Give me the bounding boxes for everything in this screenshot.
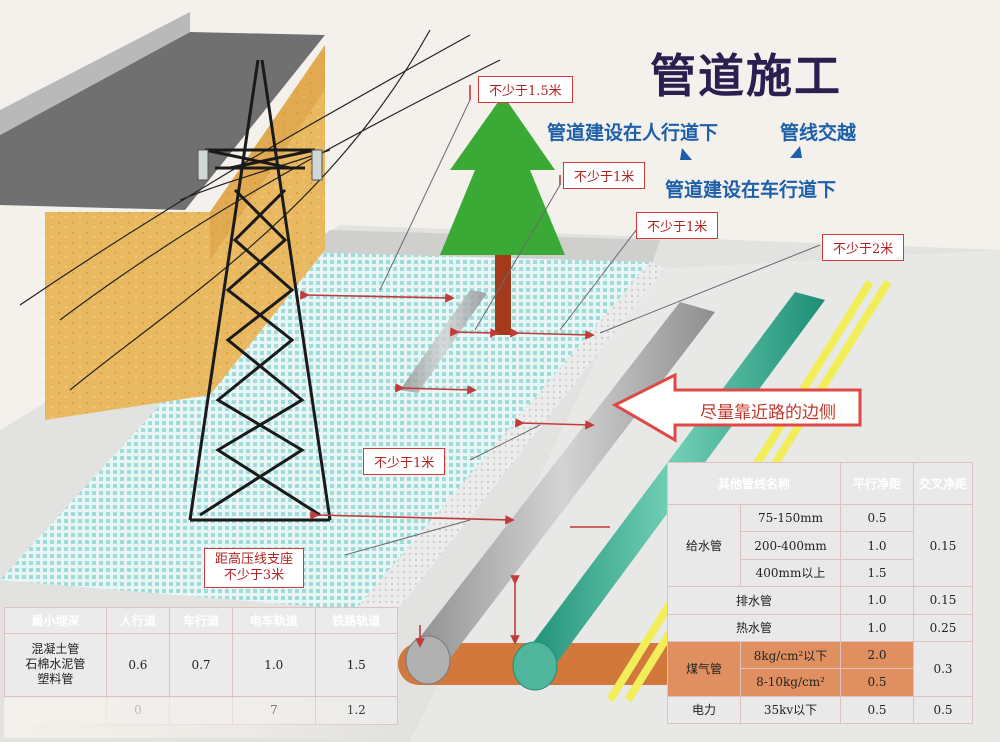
water-pipe-label: 给水管 <box>667 504 741 588</box>
water-cross: 0.15 <box>913 504 973 588</box>
pipe-teal-end <box>512 641 558 691</box>
gas-parallel-1: 2.0 <box>840 640 914 670</box>
drain-parallel: 1.0 <box>840 586 914 615</box>
gas-parallel-2: 0.5 <box>840 668 914 697</box>
gas-cross: 0.3 <box>913 640 973 697</box>
label-1m-a: 不少于1米 <box>563 162 646 189</box>
tree-trunk <box>495 240 511 335</box>
label-1m-b: 不少于1米 <box>636 212 719 239</box>
depth-row1-tram: 1.0 <box>232 633 316 697</box>
depth-header-1: 人行道 <box>105 606 170 635</box>
drain-pipe-label: 排水管 <box>667 586 841 615</box>
power-parallel: 0.5 <box>840 695 914 725</box>
depth-row1-sidewalk: 0.6 <box>105 633 170 697</box>
gas-size-2: 8-10kg/cm² <box>740 668 841 697</box>
leader-lines <box>344 99 821 556</box>
sidewalk-area <box>0 252 650 610</box>
depth-row1-roadway: 0.7 <box>168 633 234 697</box>
dimension-lines <box>300 85 610 648</box>
spacing-header-name: 其他管线名称 <box>667 461 841 506</box>
power-label: 电力 <box>667 695 741 725</box>
label-2m: 不少于2米 <box>822 234 905 261</box>
water-size-1: 75-150mm <box>740 504 841 533</box>
depth-row2-label <box>4 695 107 726</box>
depth-header-2: 车行道 <box>168 606 234 635</box>
depth-row1-rail: 1.5 <box>314 633 398 697</box>
water-size-3: 400mm以上 <box>740 558 841 588</box>
edge-arrow <box>611 372 862 443</box>
spacing-header-parallel: 平行净距 <box>840 461 914 506</box>
label-tower-line1: 距高压线支座 <box>215 552 294 567</box>
house-side-shadow <box>210 45 325 260</box>
page-title: 管道施工 <box>650 49 842 103</box>
power-size: 35kv以下 <box>740 695 841 725</box>
depth-row1-label-b: 石棉水泥管 <box>25 657 86 672</box>
label-1-5m: 不少于1.5米 <box>478 76 573 103</box>
tower-insulators <box>197 149 323 181</box>
gas-pipe-label: 煤气管 <box>667 640 741 697</box>
drain-cross: 0.15 <box>913 586 973 615</box>
label-tower-distance: 距高压线支座 不少于3米 <box>204 548 305 588</box>
power-cross: 0.5 <box>913 695 973 725</box>
depth-header-3: 电车轨道 <box>232 606 316 635</box>
water-size-2: 200-400mm <box>740 531 841 560</box>
depth-row1-label-a: 混凝土管 <box>31 642 80 657</box>
label-1m-c: 不少于1米 <box>363 448 446 475</box>
sidewalk-text: 管道建设在人行道下 <box>547 122 719 144</box>
heat-pipe-label: 热水管 <box>667 613 841 642</box>
depth-row2-sidewalk: 0 <box>105 695 170 726</box>
depth-table: 最小埋深 人行道 车行道 电车轨道 铁路轨道 混凝土管 石棉水泥管 塑料管 0.… <box>4 606 398 726</box>
depth-header-0: 最小埋深 <box>4 606 107 635</box>
house-roof-top <box>0 12 190 135</box>
depth-row2-tram: 7 <box>232 695 316 726</box>
pipe-grey-end <box>405 635 451 685</box>
edge-arrow-text: 尽量靠近路的边侧 <box>700 403 836 423</box>
power-lines <box>19 29 501 391</box>
power-tower <box>188 59 332 522</box>
roadway-text: 管道建设在车行道下 <box>665 179 837 201</box>
depth-row1-label-c: 塑料管 <box>37 672 74 687</box>
water-parallel-3: 1.5 <box>840 558 914 588</box>
house-front-wall <box>45 212 210 420</box>
water-parallel-2: 1.0 <box>840 531 914 560</box>
spacing-header-cross: 交叉净距 <box>913 461 973 506</box>
depth-row2-roadway <box>168 695 234 726</box>
depth-row1-label: 混凝土管 石棉水泥管 塑料管 <box>4 633 107 697</box>
tree-crown <box>440 95 565 255</box>
heat-cross: 0.25 <box>913 613 973 642</box>
spacing-table: 其他管线名称 平行净距 交叉净距 给水管 75-150mm 0.5 0.15 2… <box>667 461 973 725</box>
heat-parallel: 1.0 <box>840 613 914 642</box>
water-parallel-1: 0.5 <box>840 504 914 533</box>
gas-size-1: 8kg/cm²以下 <box>740 640 841 670</box>
depth-header-4: 铁路轨道 <box>314 606 398 635</box>
blue-arrows <box>680 146 802 160</box>
label-tower-line2: 不少于3米 <box>223 568 285 583</box>
depth-row2-rail: 1.2 <box>314 695 398 726</box>
house-roof <box>0 32 325 210</box>
pipe-grey-far <box>400 290 487 393</box>
crossing-text: 管线交越 <box>780 122 857 144</box>
